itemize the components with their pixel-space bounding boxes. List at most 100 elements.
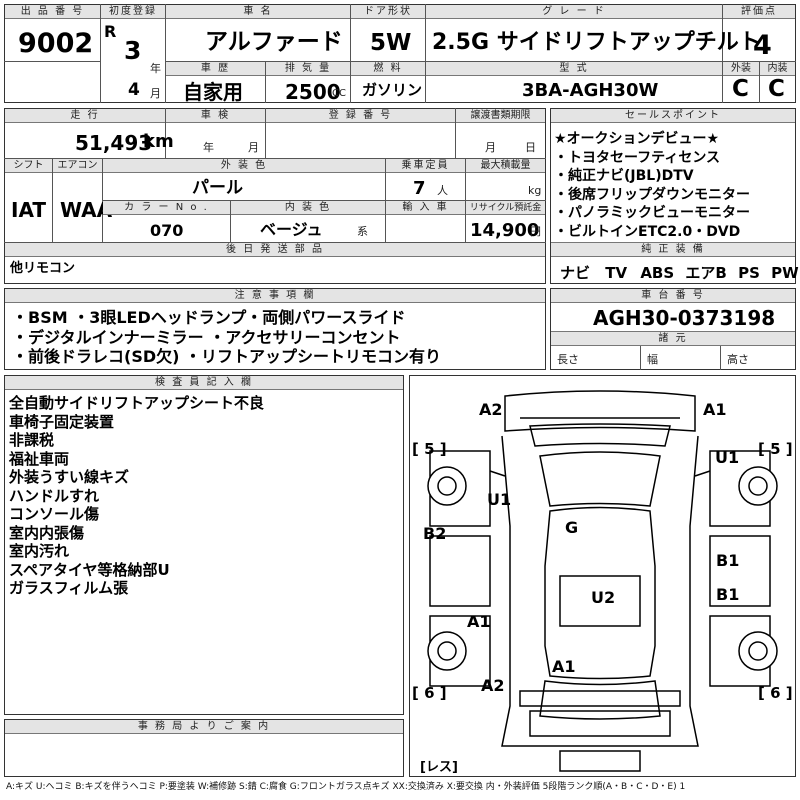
- equipment-item: PW: [771, 264, 799, 282]
- tire-rear-left: [ 6 ]: [412, 684, 447, 702]
- lot-label: 出 品 番 号: [5, 5, 100, 19]
- exterior-grade: C: [732, 76, 749, 102]
- inspector-line: ハンドルすれ: [9, 486, 100, 505]
- damage-mark: A1: [703, 400, 727, 419]
- later-parts-label: 後 日 発 送 部 品: [5, 243, 545, 257]
- era: R: [104, 22, 117, 41]
- grade: 2.5G サイドリフトアップチルト: [432, 30, 761, 55]
- inspector-line: 車椅子固定装置: [9, 412, 115, 431]
- interior-color: ベージュ: [260, 220, 323, 239]
- sales-label: セールスポイント: [551, 109, 795, 123]
- transfer-deadline-label: 譲渡書類期限: [456, 109, 545, 123]
- ac: WAA: [60, 198, 113, 222]
- list-item: ・トヨタセーフティセンス: [554, 149, 721, 166]
- list-item: ・後席フリップダウンモニター: [554, 186, 750, 203]
- tire-front-right: [ 5 ]: [758, 440, 793, 458]
- fuel: ガソリン: [362, 81, 423, 99]
- inspector-panel: [4, 375, 404, 715]
- displacement-unit: CC: [332, 88, 346, 99]
- inspector-line: 非課税: [9, 431, 55, 449]
- inspector-line: 室内汚れ: [9, 542, 70, 560]
- exterior-label: 外装: [723, 62, 759, 76]
- note-line: ・デジタルインナーミラー ・アクセサリーコンセント: [12, 327, 401, 347]
- shift-label: シフト: [5, 159, 52, 173]
- transfer-day-unit: 日: [525, 141, 536, 154]
- damage-mark: U1: [487, 490, 512, 509]
- mileage: 51,493: [75, 131, 153, 155]
- mileage-label: 走 行: [5, 109, 165, 123]
- office-label: 事 務 局 よ り ご 案 内: [5, 720, 403, 734]
- list-item: ・ビルトインETC2.0・DVD: [554, 223, 741, 240]
- damage-mark: U2: [591, 588, 616, 607]
- damage-mark: B1: [716, 551, 740, 570]
- inspector-list: 全自動サイドリフトアップシート不良 車椅子固定装置 非課税 福祉車両 外装うすい…: [9, 394, 264, 598]
- interior-color-label: 内 装 色: [231, 201, 385, 215]
- equipment-item: ナビ: [560, 264, 591, 282]
- inspection-label: 車 検: [166, 109, 265, 123]
- equipment-item: TV: [605, 264, 628, 282]
- door-label: ドア形状: [351, 5, 425, 19]
- inspector-line: 外装うすい線キズ: [9, 468, 130, 486]
- length-label: 長さ: [557, 353, 579, 366]
- recycle-fee: 14,900: [470, 220, 540, 241]
- inspector-label: 検 査 員 記 入 欄: [5, 376, 403, 390]
- fuel-label: 燃 料: [351, 62, 425, 76]
- transfer-month-unit: 月: [485, 141, 496, 154]
- inspector-line: 福祉車両: [9, 449, 70, 468]
- chassis-number: AGH30-0373198: [593, 306, 776, 330]
- inspector-line: コンソール傷: [9, 505, 100, 523]
- legend: A:キズ U:ヘコミ B:キズを伴うヘコミ P:要塗装 W:補修跡 S:錆 C:…: [6, 782, 686, 792]
- score: 4: [753, 30, 772, 61]
- history: 自家用: [183, 80, 243, 104]
- color-label: 外 装 色: [103, 159, 385, 173]
- equipment-item: ABS: [640, 264, 675, 282]
- color-number-label: カ ラ ー N o .: [103, 201, 230, 215]
- dims-label: 諸 元: [551, 331, 795, 346]
- damage-mark: B2: [423, 524, 447, 543]
- capacity: 7: [413, 178, 426, 199]
- tire-rear-right: [ 6 ]: [758, 684, 793, 702]
- import-label: 輸 入 車: [386, 201, 465, 215]
- reg-label: 初度登録: [101, 5, 165, 19]
- header-panel: [4, 4, 796, 103]
- shift: IAT: [11, 198, 47, 222]
- equipment-item: PS: [738, 264, 760, 282]
- damage-mark: U1: [715, 448, 740, 467]
- equipment-item: エアB: [685, 264, 727, 282]
- registration-label: 登 録 番 号: [266, 109, 455, 123]
- notes-list: ・BSM ・3眼LEDヘッドランプ・両側パワースライド ・デジタルインナーミラー…: [12, 308, 441, 367]
- spare-tire: [レス]: [420, 760, 458, 775]
- ac-label: エアコン: [53, 159, 102, 173]
- chassis-label: 車 台 番 号: [551, 289, 795, 303]
- interior-grade: C: [768, 76, 785, 102]
- car-name-label: 車 名: [166, 5, 350, 19]
- list-item: ・純正ナビ(JBL)DTV: [554, 168, 694, 184]
- load-label: 最大積載量: [466, 159, 545, 173]
- tire-front-left: [ 5 ]: [412, 440, 447, 458]
- mileage-unit: km: [143, 131, 174, 152]
- interior-color-unit: 系: [357, 225, 368, 238]
- load-unit: kg: [528, 184, 542, 197]
- inspector-line: ガラスフィルム張: [9, 579, 129, 597]
- inspector-line: 全自動サイドリフトアップシート不良: [9, 394, 265, 412]
- recycle-unit: 円: [530, 225, 541, 238]
- damage-mark: A1: [552, 657, 576, 676]
- inspection-month-unit: 月: [248, 141, 259, 154]
- door-type: 5W: [370, 30, 412, 56]
- inspection-year-unit: 年: [203, 141, 214, 154]
- capacity-label: 乗車定員: [386, 159, 465, 173]
- reg-year: 3: [124, 36, 142, 65]
- capacity-unit: 人: [437, 184, 448, 197]
- model-code: 3BA-AGH30W: [522, 80, 659, 101]
- displacement: 2500: [285, 80, 341, 104]
- model-label: 型 式: [426, 62, 722, 76]
- sales-list: ★オークションデビュー★ ・トヨタセーフティセンス ・純正ナビ(JBL)DTV …: [554, 130, 750, 241]
- recycle-label: リサイクル預託金: [466, 201, 545, 215]
- damage-mark: A2: [481, 676, 505, 695]
- note-line: ・BSM ・3眼LEDヘッドランプ・両側パワースライド: [12, 308, 406, 327]
- history-label: 車 歴: [166, 62, 265, 76]
- note-line: ・前後ドラレコ(SD欠) ・リフトアップシートリモコン有り: [12, 347, 442, 366]
- list-item: ★オークションデビュー★: [554, 131, 720, 147]
- car-outline-diagram: [427, 390, 778, 772]
- width-label: 幅: [647, 353, 658, 366]
